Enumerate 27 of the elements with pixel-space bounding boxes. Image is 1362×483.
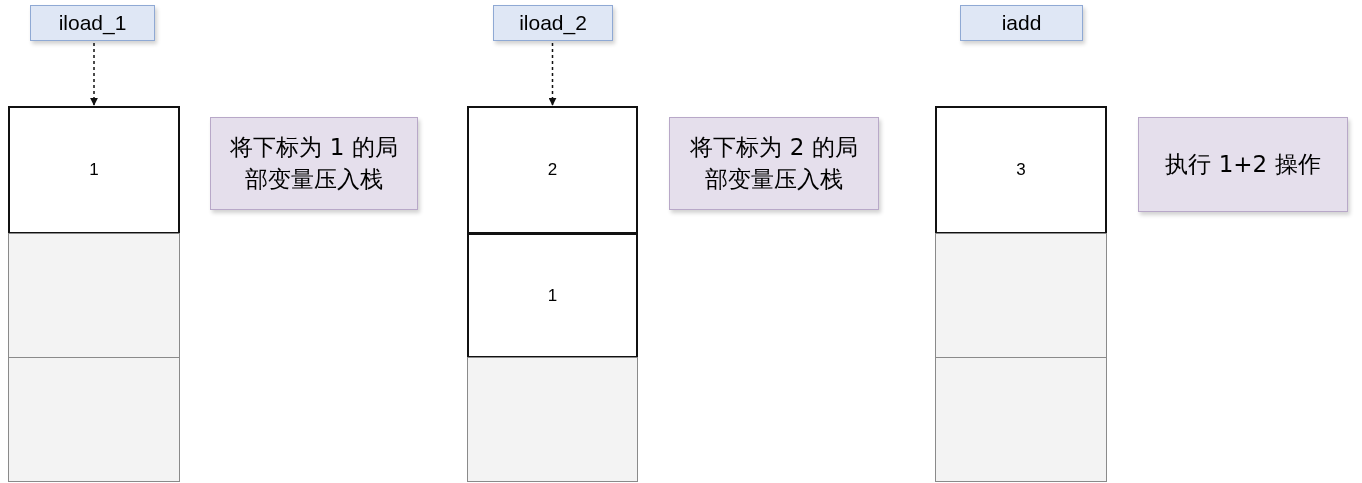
instruction-label (30, 5, 155, 41)
note-text: 执行 1+2 操作 (1165, 149, 1321, 179)
stack-slot (935, 233, 1107, 358)
note-text: 将下标为 1 的局部变量压入栈 (229, 133, 399, 194)
slot-text: 1 (89, 160, 99, 180)
instruction-text: iload_2 (519, 11, 587, 35)
stack-slot (8, 233, 180, 358)
stack-slot (467, 106, 638, 234)
note-box (669, 117, 879, 210)
note-text: 将下标为 2 的局部变量压入栈 (689, 133, 859, 194)
slot-text: 1 (547, 285, 558, 306)
stack-slot (935, 106, 1107, 234)
instruction-label (493, 5, 613, 41)
stack-slot (8, 357, 180, 482)
note-box (1138, 117, 1348, 212)
note-box (210, 117, 418, 210)
stack-slot (467, 357, 638, 482)
instruction-label (960, 5, 1083, 41)
stack-slot (8, 106, 180, 234)
arrow (548, 42, 557, 106)
arrow (90, 42, 98, 106)
slot-text: 3 (1016, 160, 1026, 180)
instruction-text: iload_1 (58, 11, 127, 35)
slot-text: 2 (547, 160, 558, 180)
stack-slot (467, 233, 638, 358)
stack-slot (935, 357, 1107, 482)
instruction-text: iadd (1001, 11, 1042, 35)
